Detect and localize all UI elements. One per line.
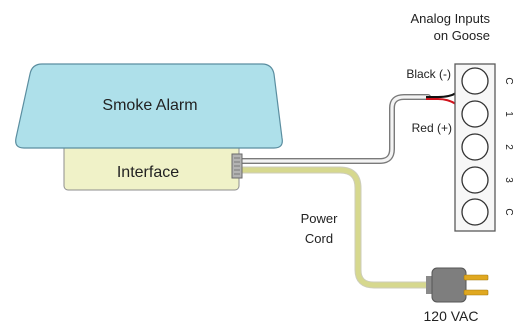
smoke-alarm-label: Smoke Alarm bbox=[102, 97, 197, 114]
power-cord bbox=[236, 166, 436, 289]
power-cord-label: Cord bbox=[305, 231, 333, 246]
plug-icon bbox=[426, 267, 489, 303]
terminal-label: 1 bbox=[503, 111, 514, 117]
terminal-c-top[interactable] bbox=[461, 67, 489, 95]
terminal-3[interactable] bbox=[461, 166, 489, 194]
analog-inputs-title: Analog Inputs bbox=[410, 11, 490, 26]
terminal-2[interactable] bbox=[461, 133, 489, 161]
power-cord-core bbox=[237, 167, 435, 288]
voltage-label: 120 VAC bbox=[424, 308, 479, 324]
power-cord-label: Power bbox=[301, 211, 339, 226]
analog-inputs-subtitle: on Goose bbox=[434, 28, 490, 43]
connector-icon bbox=[231, 153, 243, 179]
interface-label: Interface bbox=[117, 164, 179, 181]
terminal-label: C bbox=[503, 208, 514, 215]
terminal-label: C bbox=[503, 77, 514, 84]
red-wire-label: Red (+) bbox=[412, 121, 452, 135]
terminal-label: 2 bbox=[503, 144, 514, 150]
sensor-cable-highlight bbox=[238, 95, 430, 163]
terminal-label: 3 bbox=[503, 177, 514, 183]
smoke-alarm-box bbox=[15, 63, 283, 149]
terminal-1[interactable] bbox=[461, 100, 489, 128]
terminal-block bbox=[454, 63, 496, 232]
black-wire-label: Black (-) bbox=[406, 67, 451, 81]
terminal-c-bottom[interactable] bbox=[461, 198, 489, 226]
